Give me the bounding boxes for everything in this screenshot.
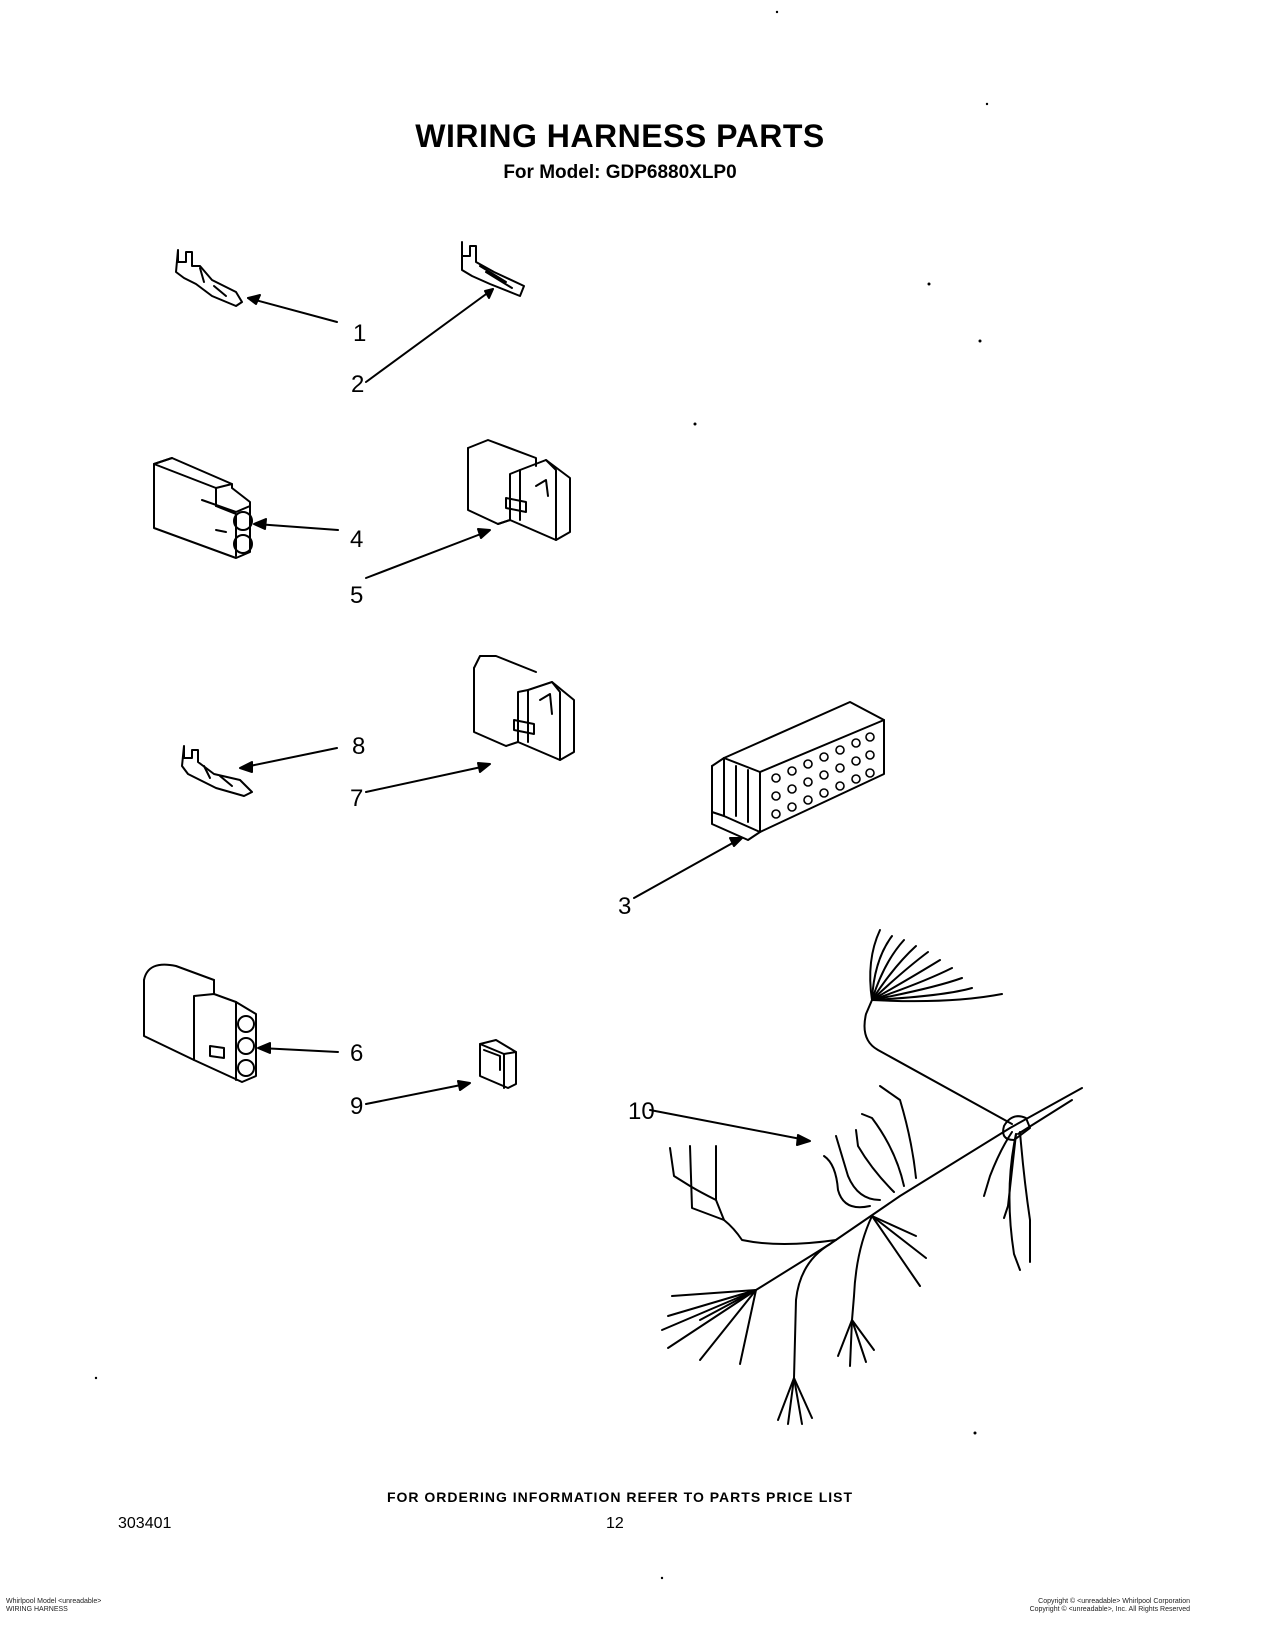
callout-10: 10	[628, 1098, 655, 1125]
clip-9-illustration	[365, 1039, 517, 1105]
connector-6-illustration	[143, 963, 339, 1083]
callout-2: 2	[351, 371, 365, 398]
footer-left-line-1: Whirlpool Model <unreadable>	[6, 1598, 102, 1605]
terminal-1-illustration	[175, 249, 338, 323]
page-number: 12	[606, 1515, 624, 1532]
footer-right-line-1: Copyright © <unreadable> Whirlpool Corpo…	[1038, 1598, 1190, 1605]
callout-9: 9	[350, 1093, 364, 1120]
connector-4-illustration	[153, 457, 339, 559]
page-title: WIRING HARNESS PARTS	[415, 118, 825, 154]
connector-7-illustration	[365, 655, 575, 793]
doc-number: 303401	[118, 1515, 172, 1532]
connector-5-illustration	[365, 439, 571, 579]
print-specks	[94, 10, 989, 1580]
terminal-8-illustration	[181, 745, 338, 797]
callout-8: 8	[352, 733, 366, 760]
callout-5: 5	[350, 582, 364, 609]
footer-left-small: Whirlpool Model <unreadable> WIRING HARN…	[6, 1598, 101, 1614]
callout-1: 1	[353, 320, 367, 347]
connector-block-3-illustration	[633, 701, 885, 899]
terminal-2-illustration	[365, 241, 525, 383]
footer-left-line-2: WIRING HARNESS	[6, 1606, 68, 1613]
model-subtitle: For Model: GDP6880XLP0	[503, 162, 737, 183]
ordering-note: FOR ORDERING INFORMATION REFER TO PARTS …	[386, 1489, 854, 1505]
callout-6: 6	[350, 1040, 364, 1067]
wiring-harness-10-illustration	[649, 929, 1083, 1425]
callout-7: 7	[350, 785, 364, 812]
callout-3: 3	[618, 893, 632, 920]
callout-4: 4	[350, 526, 364, 553]
footer-right-small: Copyright © <unreadable> Whirlpool Corpo…	[990, 1598, 1190, 1614]
footer-right-line-2: Copyright © <unreadable>, Inc. All Right…	[1029, 1606, 1190, 1613]
